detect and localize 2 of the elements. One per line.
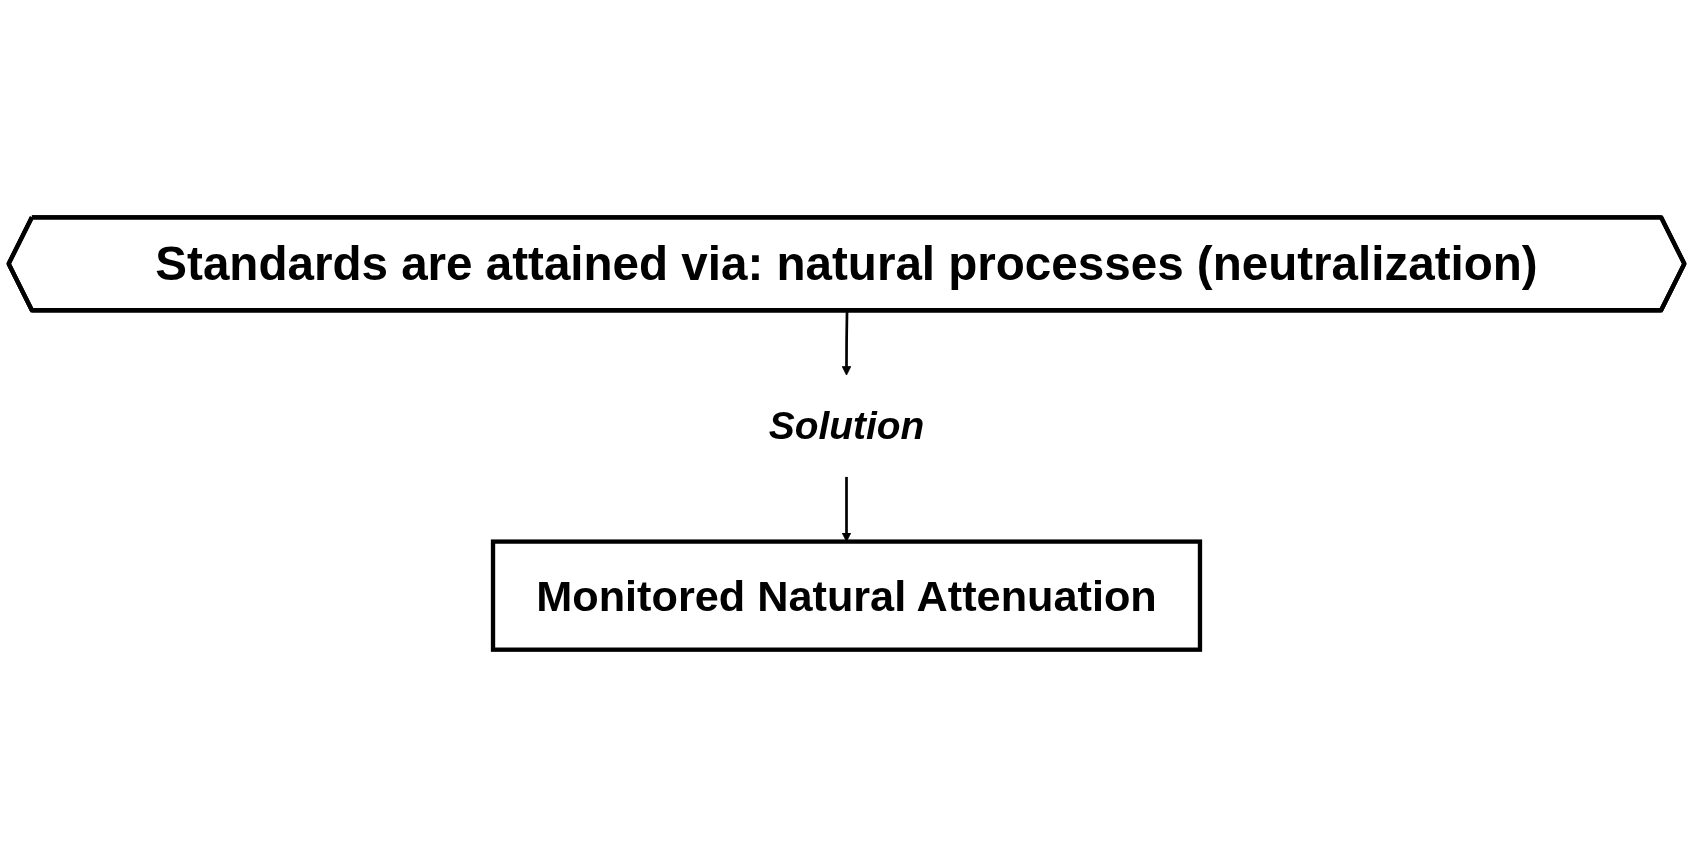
node-text: Solution xyxy=(768,403,925,448)
node-box: Monitored Natural Attenuation xyxy=(490,539,1203,652)
